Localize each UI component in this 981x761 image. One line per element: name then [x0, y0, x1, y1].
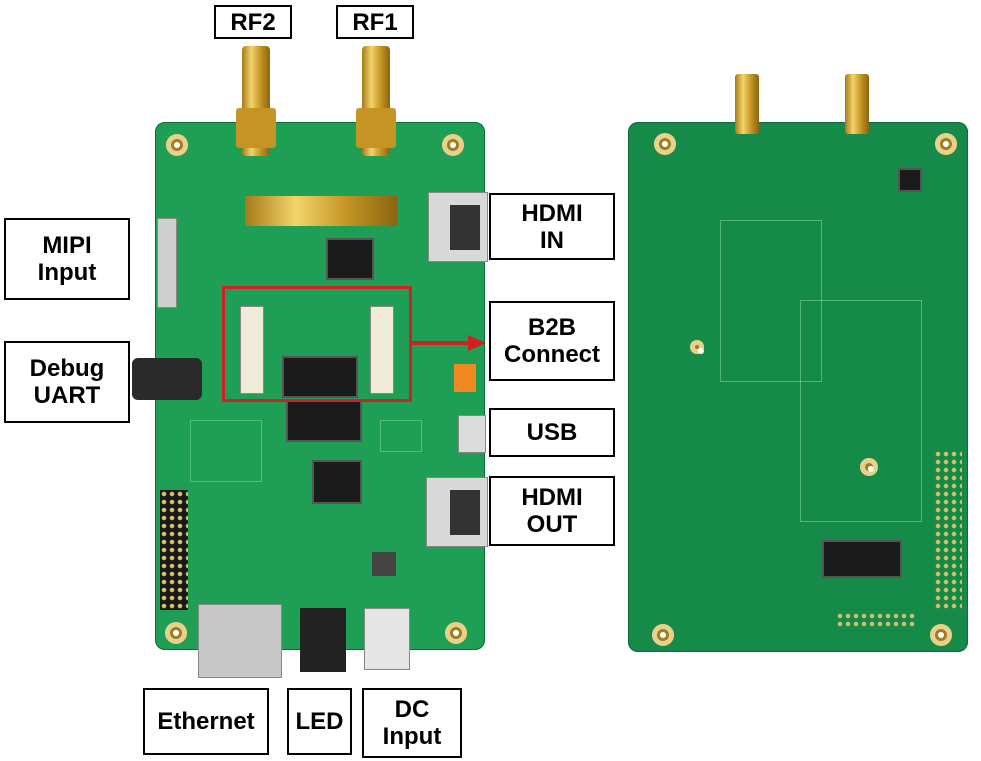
mounting-hole — [860, 458, 878, 476]
pcb-trace — [720, 220, 822, 382]
back-small-chip — [898, 168, 922, 192]
mounting-hole — [690, 340, 704, 354]
rf2-connector-base — [236, 108, 276, 148]
back-rf-connector — [845, 74, 869, 134]
back-pin-header — [934, 450, 962, 610]
label-rf1: RF1 — [336, 5, 414, 39]
mounting-hole — [935, 133, 957, 155]
label-hdmi-in: HDMI IN — [489, 193, 615, 260]
hdmi-in-opening — [450, 205, 480, 250]
b2b-connector-left — [240, 306, 264, 394]
dip-switch — [454, 364, 476, 392]
pcb-back-board — [628, 122, 968, 652]
back-ic-chip — [822, 540, 902, 578]
label-b2b-connect: B2B Connect — [489, 301, 615, 381]
mounting-hole — [652, 624, 674, 646]
pcb-trace — [380, 420, 422, 452]
mounting-hole — [930, 624, 952, 646]
secondary-chip — [286, 400, 362, 442]
mounting-hole — [445, 622, 467, 644]
label-hdmi-out: HDMI OUT — [489, 476, 615, 546]
pin-header — [160, 490, 188, 610]
back-rf-connector — [735, 74, 759, 134]
mounting-hole — [654, 133, 676, 155]
ite-chip-bottom — [312, 460, 362, 504]
label-rf2: RF2 — [214, 5, 292, 39]
mounting-hole — [165, 622, 187, 644]
gold-contact-strip — [245, 196, 397, 226]
main-processor-chip — [282, 356, 358, 398]
mounting-hole — [442, 134, 464, 156]
mounting-hole — [166, 134, 188, 156]
led-component — [300, 608, 346, 672]
dc-input-jack — [364, 608, 410, 670]
label-ethernet: Ethernet — [143, 688, 269, 755]
small-module — [372, 552, 396, 576]
label-mipi-input: MIPI Input — [4, 218, 130, 300]
ethernet-port — [198, 604, 282, 678]
back-pin-row — [836, 612, 916, 628]
right-arrow-icon — [410, 335, 486, 351]
label-usb: USB — [489, 408, 615, 457]
ite-chip-top — [326, 238, 374, 280]
hdmi-out-opening — [450, 490, 480, 535]
debug-uart-jack — [132, 358, 202, 400]
usb-port — [458, 415, 486, 453]
label-led: LED — [287, 688, 352, 755]
rf1-connector-base — [356, 108, 396, 148]
label-dc-input: DC Input — [362, 688, 462, 758]
pcb-trace — [190, 420, 262, 482]
b2b-connector-right — [370, 306, 394, 394]
label-debug-uart: Debug UART — [4, 341, 130, 423]
b2b-highlight-box — [222, 286, 412, 402]
mipi-connector — [157, 218, 177, 308]
pcb-trace — [800, 300, 922, 522]
